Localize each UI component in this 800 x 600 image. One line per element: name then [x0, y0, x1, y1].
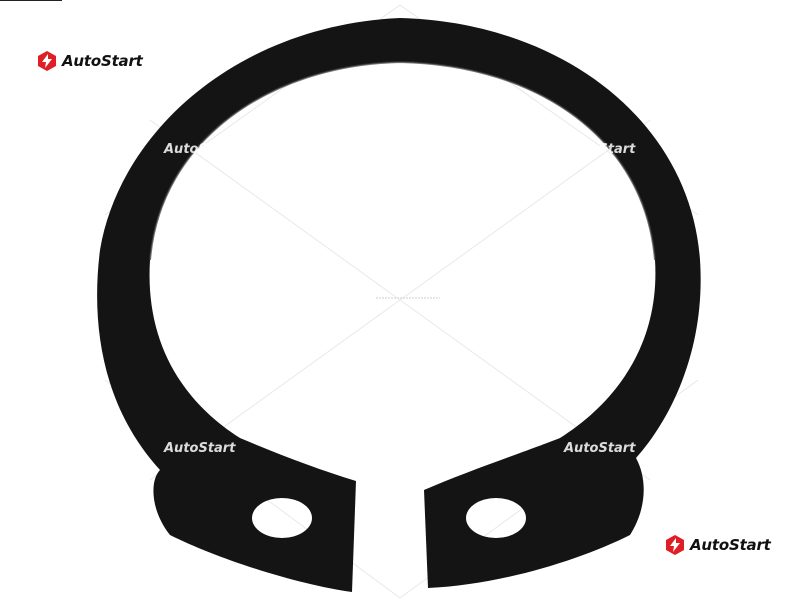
- brand-mark-icon: [666, 535, 684, 555]
- brand-wordmark: AutoStart: [690, 536, 771, 554]
- brand-logo: AutoStart: [36, 50, 143, 72]
- watermark-text: AutoStart: [564, 441, 636, 456]
- brand-wordmark: AutoStart: [62, 52, 143, 70]
- watermark-text: AutoStart: [164, 142, 236, 157]
- ring-highlight: [149, 60, 656, 261]
- watermark-text: AutoStart: [164, 441, 236, 456]
- brand-logo: AutoStart: [664, 534, 771, 556]
- retaining-ring: [97, 18, 701, 592]
- watermark-text: AutoStart: [564, 142, 636, 157]
- brand-mark-icon: [38, 51, 56, 71]
